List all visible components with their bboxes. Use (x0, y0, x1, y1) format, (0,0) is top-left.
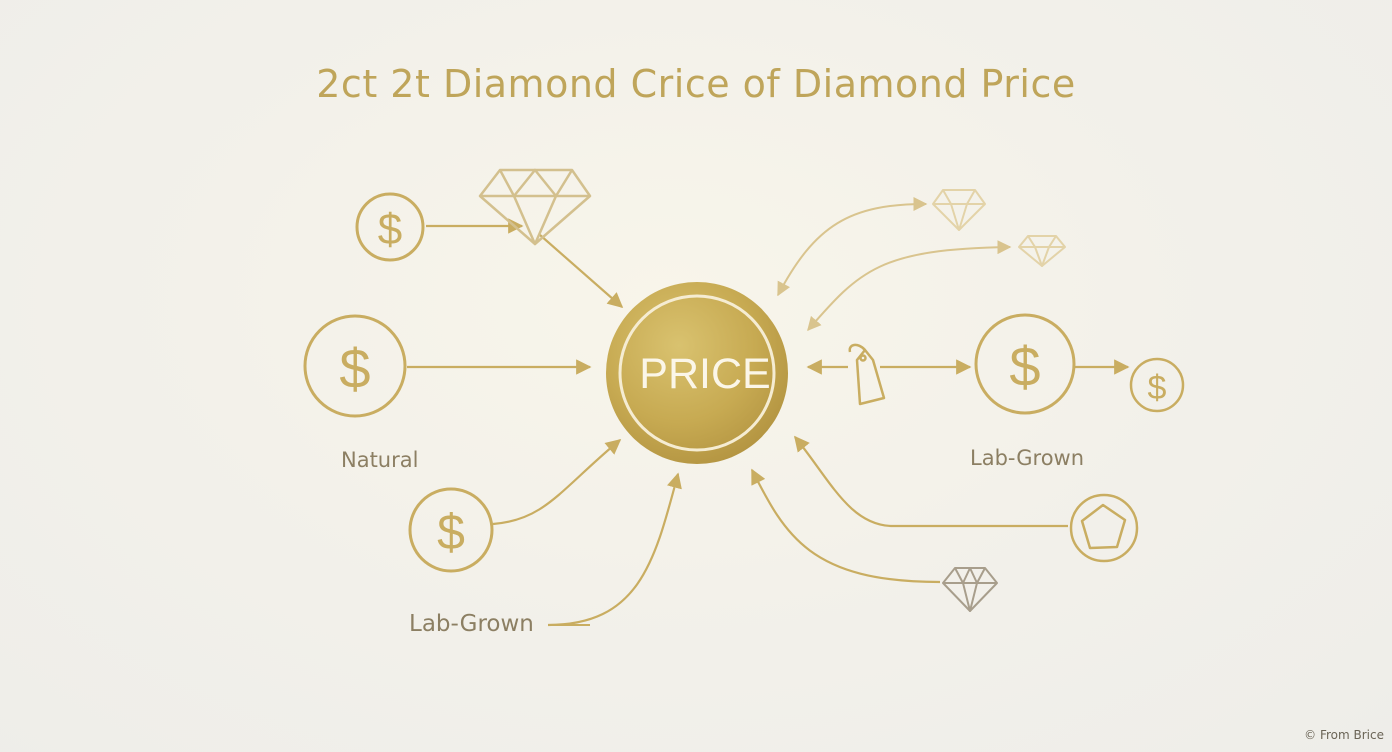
svg-text:$: $ (339, 337, 370, 400)
footer-credit: © From Brice (1304, 728, 1384, 742)
connector-diamond-to-price (539, 234, 624, 309)
label-lab-grown-bottom: Lab-Grown (409, 611, 534, 637)
connector-mid-dollar-to-price (492, 439, 622, 526)
svg-text:$: $ (437, 504, 465, 560)
svg-text:$: $ (1009, 335, 1040, 398)
svg-text:$: $ (1148, 369, 1167, 407)
page-title: 2ct 2t Diamond Crice of Diamond Price (316, 62, 1076, 106)
label-lab-grown-right: Lab-Grown (970, 446, 1085, 470)
dollar-icon: $ (1129, 357, 1185, 413)
connector-lab-grown-to-price (547, 472, 682, 627)
diamond-icon (478, 168, 592, 246)
label-natural: Natural (341, 448, 419, 472)
connector-diamond-bottom-to-price (751, 468, 941, 584)
price-node: PRICE (606, 282, 788, 464)
diamond-icon (942, 567, 998, 612)
svg-text:$: $ (378, 205, 402, 254)
diamond-icon (1018, 235, 1066, 267)
connector-price-to-small-diamond (807, 240, 1012, 332)
dollar-icon: $ (408, 487, 494, 573)
diamond-icon (932, 189, 986, 231)
dollar-icon: $ (974, 313, 1076, 415)
connector-pentagon-to-price (794, 435, 1068, 528)
price-label: PRICE (639, 350, 770, 398)
dollar-icon: $ (303, 314, 407, 418)
price-tag-icon (848, 343, 886, 406)
pentagon-icon (1069, 493, 1139, 563)
dollar-icon: $ (355, 192, 425, 262)
connector-price-to-top-diamond (777, 197, 928, 297)
